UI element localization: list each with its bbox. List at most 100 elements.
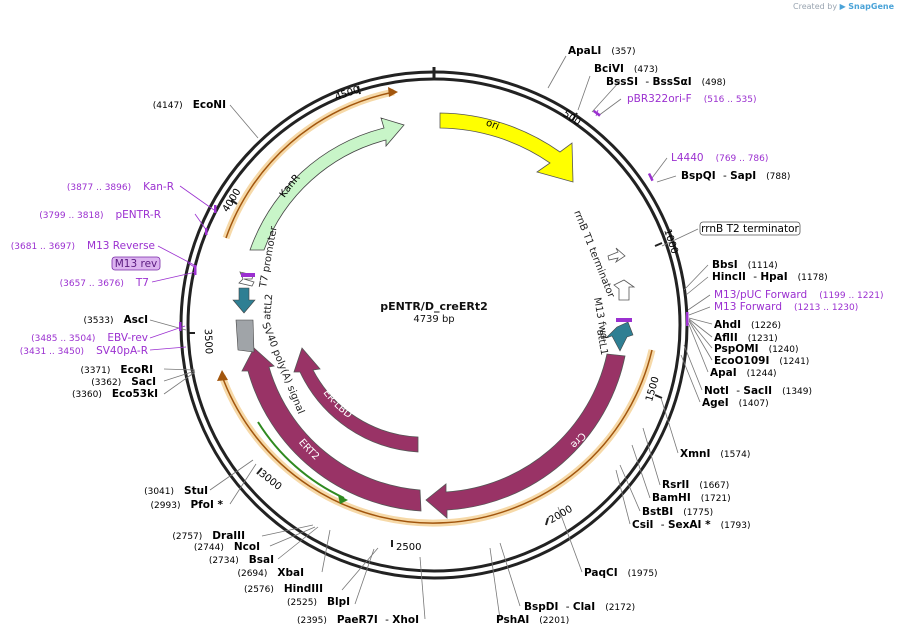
svg-text:(3681 .. 3697)M13 Reverse: (3681 .. 3697)M13 Reverse [11,240,155,252]
enzyme-saci: SacI [131,376,156,388]
svg-text:PshAI(2201): PshAI(2201) [496,614,569,626]
tick-mark [357,85,361,95]
svg-text:XmnI(1574): XmnI(1574) [680,448,750,460]
enzyme-hindiii: HindIII [284,583,323,595]
primer-leader-lines [149,109,599,351]
svg-text:(3533)AscI: (3533)AscI [84,314,148,326]
kanr-arrow [249,117,405,251]
svg-text:L4440(769 .. 786): L4440(769 .. 786) [671,152,768,164]
svg-text:(2576)HindIII: (2576)HindIII [244,583,323,595]
enzyme-xmni: XmnI [680,448,710,460]
svg-text:BspDI - ClaI(2172): BspDI - ClaI(2172) [524,601,635,613]
enzyme-blpi: BlpI [327,596,350,608]
primer-l4440: L4440 [671,152,704,164]
enzyme-xbai: XbaI [277,567,304,579]
orange-band-upper-arrow-icon [388,87,398,97]
svg-text:AhdI(1226): AhdI(1226) [714,319,781,331]
rrnb-t2-label-box[interactable]: rrnB T2 terminator [699,221,801,236]
svg-text:PaqCI(1975): PaqCI(1975) [584,567,658,579]
svg-text:(2993)PfoI *: (2993)PfoI * [151,499,224,511]
er-lbd-arrow [293,347,419,453]
enzyme-draiii: DraIII [212,530,245,542]
svg-text:AgeI(1407): AgeI(1407) [702,397,769,409]
green-feature-line [257,421,345,499]
svg-text:(2694)XbaI: (2694)XbaI [237,567,304,579]
tick-mark [654,394,663,399]
svg-text:(3877 .. 3896)Kan-R: (3877 .. 3896)Kan-R [67,181,174,193]
attl1-arrow [605,321,634,352]
svg-text:(3362)SacI: (3362)SacI [91,376,156,388]
enzyme-apali: ApaLI [568,45,601,57]
primer-m13-forward: M13 Forward [714,301,782,313]
orange-band-lower-line [221,349,653,524]
enzyme-pspomi: PspOMI [714,343,759,355]
svg-text:NotI - SacII(1349): NotI - SacII(1349) [704,385,812,397]
primer-marks [179,109,689,331]
snapgene-branding: Created by ▶ SnapGene [793,2,894,11]
tick-label-2500: 2500 [396,542,421,553]
attl1-label: attL1 [594,329,609,356]
tick-label-3500: 3500 [202,329,214,355]
svg-text:CsiI - SexAI *(1793): CsiI - SexAI *(1793) [632,519,751,531]
svg-text:(3657 .. 3676)T7: (3657 .. 3676)T7 [60,277,149,289]
enzyme-ahdi: AhdI [714,319,741,331]
enzyme-bbsi: BbsI [712,259,738,271]
orange-band-upper-line [225,91,395,239]
enzyme-ecori: EcoRI [120,364,153,376]
svg-text:M13 Forward(1213 .. 1230): M13 Forward(1213 .. 1230) [714,301,858,313]
orange-band-lower-arrow-icon [217,370,228,381]
cre-arrow [425,353,626,519]
svg-text:PspOMI(1240): PspOMI(1240) [714,343,799,355]
enzyme-ncoi: NcoI [234,541,260,553]
primer-t7: T7 [135,277,149,289]
enzyme-rsrii: RsrII [662,479,689,491]
enzyme-stui: StuI [184,485,208,497]
leader-lines [149,55,713,620]
svg-text:BciVI(473): BciVI(473) [594,63,658,75]
svg-text:M13/pUC Forward(1199 .. 1221): M13/pUC Forward(1199 .. 1221) [714,289,883,301]
enzyme-ecoo109i: EcoO109I [714,355,769,367]
enzyme-pshai: PshAI [496,614,529,626]
ert2-arrow [241,347,422,512]
tick-label-3000: 3000 [257,468,284,492]
enzyme-agei: AgeI [702,397,729,409]
rrnb-t2-label: rrnB T2 terminator [701,223,799,235]
enzyme-paer7i: PaeR7I [337,614,378,626]
primer-m13-rev: M13 rev [115,258,158,270]
svg-text:RsrII(1667): RsrII(1667) [662,479,729,491]
ori-label: ori [484,118,500,133]
svg-text:(3371)EcoRI: (3371)EcoRI [80,364,153,376]
enzyme-aflii: AflII [714,332,738,344]
svg-text:(4147)EcoNI: (4147)EcoNI [153,99,226,111]
plasmid-name: pENTR/D_creERt2 [380,300,488,313]
svg-text:ori: ori [484,118,500,133]
features: ori KanR Cre ERT2 ER-LBD [232,112,636,519]
svg-text:(2734)BsaI: (2734)BsaI [209,554,274,566]
svg-text:(3485 .. 3504)EBV-rev: (3485 .. 3504)EBV-rev [31,332,148,344]
tick-mark [654,242,663,247]
svg-text:ApaLI(357): ApaLI(357) [568,45,636,57]
rrnb-t2-arrow-icon [607,247,626,264]
m13-rev-highlight[interactable]: M13 rev [111,256,161,271]
enzyme-bamhi: BamHI [652,492,691,504]
primer-ebv-rev: EBV-rev [107,332,148,344]
enzyme-bspdi: BspDI [524,601,558,613]
m13-rev-site [241,273,255,277]
enzyme-econi: EcoNI [193,99,226,111]
tick-mark [545,517,549,526]
primer-pbr322ori-f: pBR322ori-F [627,93,692,105]
svg-text:EcoO109I(1241): EcoO109I(1241) [714,355,809,367]
svg-text:(2525)BlpI: (2525)BlpI [287,596,350,608]
enzyme-bcivi: BciVI [594,63,624,75]
svg-text:(2757)DraIII: (2757)DraIII [172,530,245,542]
ori-arrow [439,112,574,183]
svg-text:(2744)NcoI: (2744)NcoI [194,541,260,553]
svg-text:BbsI(1114): BbsI(1114) [712,259,778,271]
primer-pentr-r: pENTR-R [115,209,161,221]
tick-label-1500: 1500 [644,375,662,402]
enzyme-noti: NotI [704,385,729,397]
svg-text:BstBI(1775): BstBI(1775) [642,506,713,518]
primer-m13-reverse: M13 Reverse [87,240,155,252]
enzyme-hincii: HincII [712,271,746,283]
